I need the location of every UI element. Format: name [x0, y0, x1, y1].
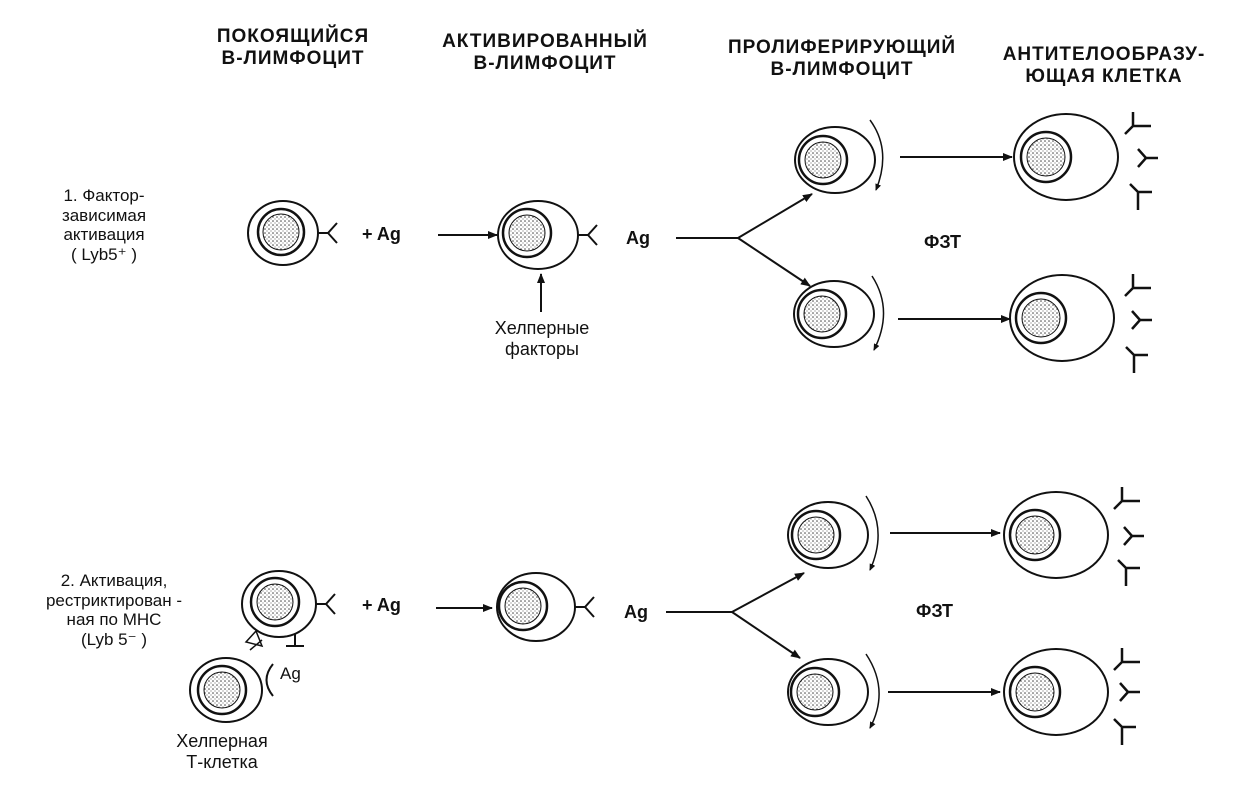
contact-icon: [244, 629, 264, 651]
arrow-row1-down: [737, 237, 811, 287]
activated-b-cell-1: [497, 200, 598, 270]
header-line: В-ЛИМФОЦИТ: [473, 52, 617, 74]
row1-antigen-label: Ag: [626, 228, 650, 248]
header-line: АНТИТЕЛООБРАЗУ-: [1002, 44, 1206, 65]
row2-antigen-label: Ag: [624, 602, 648, 622]
proliferating-b-cell-2b: [787, 653, 880, 729]
header-line: АКТИВИРОВАННЫЙ: [442, 31, 648, 52]
bound-antigen-label: Ag: [280, 664, 301, 683]
proliferating-b-cell-1a: [794, 119, 884, 194]
mhc-icon: [286, 634, 304, 647]
antibody-forming-cell-2a: [1003, 491, 1109, 579]
rotation-icon: [869, 119, 884, 191]
antibody-icon: [1124, 274, 1152, 373]
receptor-icon: [316, 593, 336, 615]
rotation-icon: [865, 495, 879, 571]
receptor-icon: [578, 224, 598, 246]
header-line: ПОКОЯЩИЙСЯ: [216, 26, 370, 47]
activated-b-cell-2: [496, 572, 595, 642]
proliferating-b-cell-1b: [793, 275, 885, 351]
row2-label-line: 2. Активация,: [60, 571, 168, 590]
header-line: В-ЛИМФОЦИТ: [221, 47, 365, 69]
row1-fzt-label: ФЗТ: [924, 232, 961, 252]
antibody-icon: [1113, 487, 1144, 586]
antibody-forming-cell-1a: [1013, 113, 1119, 201]
row2-fzt-label: ФЗТ: [916, 601, 953, 621]
arrow-row2-up: [731, 572, 805, 613]
header-line: ЮЩАЯ КЛЕТКА: [1025, 65, 1183, 87]
t-cell-receptor-icon: [265, 663, 274, 697]
helper-factors-caption: Хелперные факторы: [495, 318, 590, 359]
row1-label: 1. Фактор- зависимая активация ( Lyb5⁺ ): [62, 186, 146, 264]
caption-line: Хелперные: [494, 318, 590, 338]
caption-line: Т-клетка: [186, 751, 258, 772]
helper-t-cell-caption: Хелперная Т-клетка: [176, 731, 267, 772]
row1-label-line: ( Lyb5⁺ ): [71, 244, 137, 264]
antibody-forming-cell-1b: [1009, 274, 1115, 362]
arrow-row1-up: [737, 193, 813, 239]
resting-b-cell-1: [247, 200, 338, 266]
header-resting-b-cell: ПОКОЯЩИЙСЯ В-ЛИМФОЦИТ: [217, 26, 369, 70]
row1-label-line: зависимая: [61, 205, 147, 225]
antibody-forming-cell-2b: [1003, 648, 1109, 736]
row2-label-line: рестриктирован -: [45, 590, 183, 610]
header-activated-b-cell: АКТИВИРОВАННЫЙ В-ЛИМФОЦИТ: [442, 31, 648, 75]
row1-label-line: активация: [63, 225, 145, 245]
row2-label: 2. Активация, рестриктирован - ная по MH…: [46, 571, 182, 649]
header-line: В-ЛИМФОЦИТ: [770, 58, 914, 80]
receptor-icon: [318, 222, 338, 244]
receptor-icon: [575, 596, 595, 618]
row1-label-line: 1. Фактор-: [63, 186, 145, 205]
row1-plus-antigen-label: + Ag: [362, 224, 401, 244]
header-proliferating-b-cell: ПРОЛИФЕРИРУЮЩИЙ В-ЛИМФОЦИТ: [728, 37, 956, 81]
helper-t-cell: [189, 629, 274, 723]
row2-plus-antigen-label: + Ag: [362, 595, 401, 615]
antibody-icon: [1113, 648, 1140, 745]
arrow-row2-down: [731, 611, 801, 659]
rotation-icon: [865, 653, 880, 729]
row2-label-line: ная по MHC: [66, 610, 162, 630]
row2-label-line: (Lyb 5⁻ ): [81, 629, 147, 649]
rotation-icon: [871, 275, 885, 351]
resting-b-cell-2: [241, 570, 336, 647]
antibody-icon: [1124, 112, 1158, 210]
proliferating-b-cell-2a: [787, 495, 879, 571]
header-line: ПРОЛИФЕРИРУЮЩИЙ: [727, 37, 957, 58]
caption-line: факторы: [505, 338, 579, 359]
header-antibody-forming-cell: АНТИТЕЛООБРАЗУ- ЮЩАЯ КЛЕТКА: [1003, 44, 1206, 88]
caption-line: Хелперная: [176, 731, 268, 751]
